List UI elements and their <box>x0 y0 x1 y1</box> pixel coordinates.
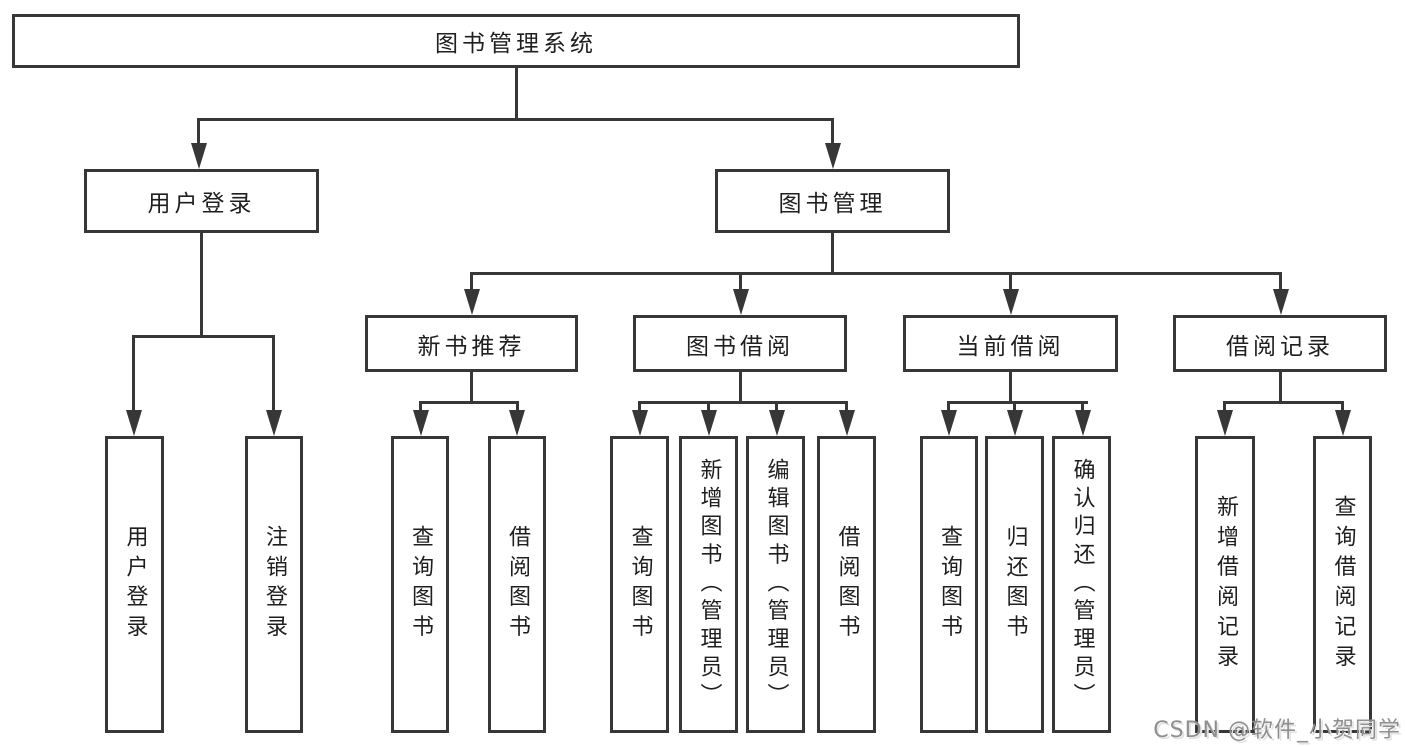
connector-line <box>132 335 275 338</box>
connector-line <box>831 118 834 148</box>
connector-line <box>775 401 778 416</box>
connector-line <box>1081 401 1084 416</box>
leaf-label: 查询图书 <box>937 524 962 645</box>
leaf-confirm-return-admin: 确认归还（管理员） <box>1052 436 1111 733</box>
connector-line <box>1223 401 1226 416</box>
leaf-label: 注销登录 <box>262 524 287 645</box>
node-label: 图书借阅 <box>686 333 794 360</box>
leaf-borrow-books-recommend: 借阅图书 <box>488 436 546 733</box>
connector-line <box>638 401 848 404</box>
node-user-login: 用户登录 <box>84 169 319 233</box>
connector-line <box>470 272 473 295</box>
connector-arrow-icon <box>839 410 855 436</box>
connector-line <box>845 401 848 416</box>
connector-arrow-icon <box>191 143 207 169</box>
connector-line <box>1341 401 1344 416</box>
connector-line <box>947 401 950 416</box>
leaf-label: 用户登录 <box>122 524 148 645</box>
connector-arrow-icon <box>1273 289 1289 315</box>
connector-arrow-icon <box>632 410 648 436</box>
connector-arrow-icon <box>1217 410 1233 436</box>
node-label: 当前借阅 <box>956 333 1065 360</box>
node-current-borrow: 当前借阅 <box>903 315 1118 372</box>
connector-line <box>947 401 1088 404</box>
connector-line <box>200 233 203 338</box>
leaf-label: 查询图书 <box>408 524 433 645</box>
connector-line <box>470 272 1282 275</box>
leaf-query-borrow-record: 查询借阅记录 <box>1313 436 1372 733</box>
connector-arrow-icon <box>509 410 525 436</box>
connector-arrow-icon <box>266 410 282 436</box>
leaf-user-login: 用户登录 <box>105 436 164 733</box>
connector-line <box>1279 372 1282 404</box>
leaf-label: 新增图书（管理员） <box>696 457 722 712</box>
connector-arrow-icon <box>769 410 785 436</box>
connector-arrow-icon <box>1075 410 1091 436</box>
connector-arrow-icon <box>1007 410 1023 436</box>
connector-arrow-icon <box>941 410 957 436</box>
leaf-logout: 注销登录 <box>245 436 303 733</box>
connector-arrow-icon <box>126 410 142 436</box>
connector-line <box>707 401 710 416</box>
connector-line <box>516 401 519 416</box>
connector-line <box>272 335 275 415</box>
node-book-management: 图书管理 <box>715 169 950 233</box>
connector-line <box>197 118 834 121</box>
connector-line <box>515 66 518 121</box>
node-label: 图书管理系统 <box>435 31 597 57</box>
connector-line <box>1279 272 1282 295</box>
connector-arrow-icon <box>733 289 749 315</box>
leaf-label: 查询图书 <box>627 524 653 645</box>
csdn-watermark: CSDN @软件_小贺同学 <box>1153 718 1401 743</box>
connector-line <box>739 272 742 295</box>
leaf-label: 确认归还（管理员） <box>1069 457 1095 712</box>
connector-line <box>470 372 473 404</box>
leaf-label: 借阅图书 <box>505 524 530 645</box>
connector-line <box>831 233 834 275</box>
connector-line <box>1223 401 1344 404</box>
node-label: 图书管理 <box>778 191 887 217</box>
connector-line <box>419 401 519 404</box>
leaf-query-books-current: 查询图书 <box>920 436 978 733</box>
leaf-label: 借阅图书 <box>834 524 860 645</box>
node-label: 新书推荐 <box>417 333 526 360</box>
connector-arrow-icon <box>413 410 429 436</box>
connector-arrow-icon <box>1335 410 1351 436</box>
leaf-label: 编辑图书（管理员） <box>763 457 789 712</box>
node-borrow-records: 借阅记录 <box>1173 315 1387 372</box>
connector-line <box>197 118 200 148</box>
leaf-label: 查询借阅记录 <box>1330 494 1356 675</box>
connector-arrow-icon <box>825 143 841 169</box>
leaf-label: 归还图书 <box>1002 524 1028 645</box>
leaf-add-borrow-record: 新增借阅记录 <box>1195 436 1255 733</box>
connector-line <box>419 401 422 416</box>
connector-line <box>1009 372 1012 404</box>
connector-line <box>638 401 641 416</box>
leaf-return-books: 归还图书 <box>985 436 1044 733</box>
connector-line <box>739 372 742 404</box>
leaf-add-books-admin: 新增图书（管理员） <box>679 436 738 733</box>
leaf-label: 新增借阅记录 <box>1213 494 1238 675</box>
leaf-query-books-recommend: 查询图书 <box>391 436 449 733</box>
node-label: 用户登录 <box>147 191 256 217</box>
node-new-book-recommend: 新书推荐 <box>365 315 578 372</box>
leaf-edit-books-admin: 编辑图书（管理员） <box>746 436 805 733</box>
node-book-borrow: 图书借阅 <box>633 315 847 372</box>
connector-line <box>132 335 135 415</box>
leaf-query-books-borrow: 查询图书 <box>610 436 669 733</box>
connector-arrow-icon <box>1003 289 1019 315</box>
node-root-system: 图书管理系统 <box>12 14 1020 68</box>
connector-line <box>1009 272 1012 295</box>
leaf-borrow-books: 借阅图书 <box>817 436 876 733</box>
connector-line <box>1013 401 1016 416</box>
connector-arrow-icon <box>701 410 717 436</box>
node-label: 借阅记录 <box>1226 333 1334 360</box>
connector-arrow-icon <box>464 289 480 315</box>
